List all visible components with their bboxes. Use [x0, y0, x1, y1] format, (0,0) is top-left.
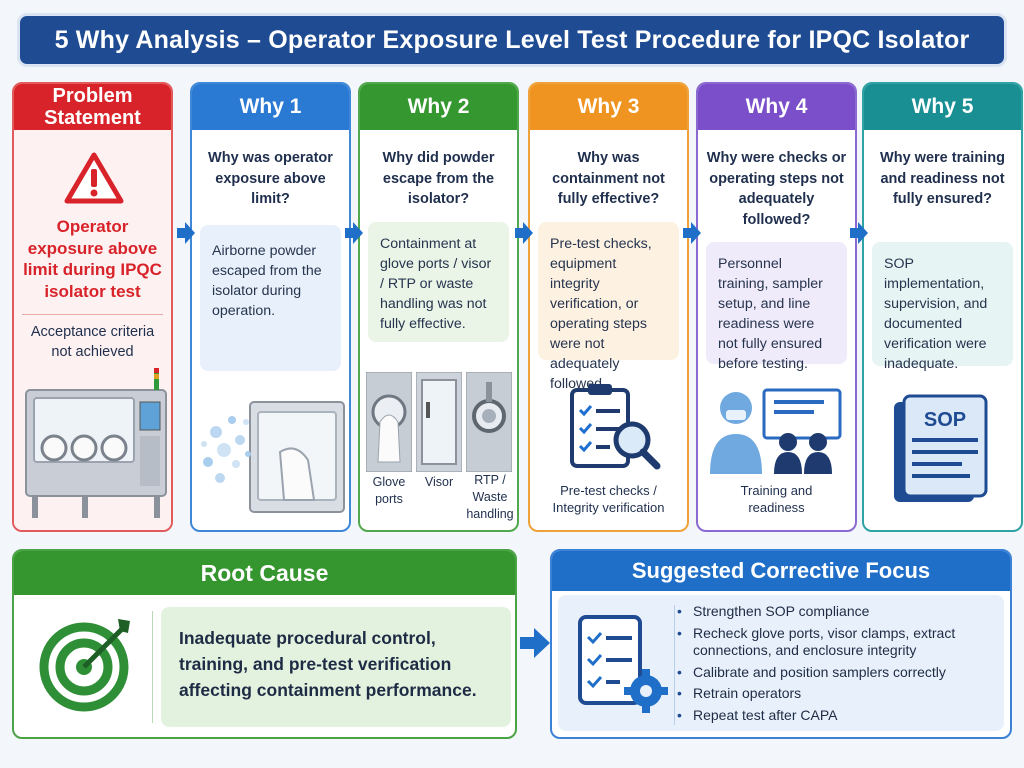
why-2-caption-rtp: RTP / Waste handling — [466, 473, 514, 521]
why-4-body: Why were checks or operating steps not a… — [698, 130, 855, 530]
checklist-magnifier-icon — [570, 384, 661, 470]
powder-escape-image — [201, 401, 345, 513]
corrective-item: Recheck glove ports, visor clamps, extra… — [677, 625, 1010, 660]
why-2-answer: Containment at glove ports / visor / RTP… — [368, 222, 509, 342]
root-cause-text: Inadequate procedural control, training,… — [161, 607, 511, 727]
problem-statement-body: Operator exposure above limit during IPQ… — [14, 130, 171, 530]
why-5-question: Why were training and readiness not full… — [880, 150, 1005, 207]
arrow-right-icon — [850, 222, 868, 244]
why-1-card: Why 1 Why was operator exposure above li… — [190, 82, 351, 532]
sop-book-label: SOP — [924, 409, 966, 431]
why-1-body: Why was operator exposure above limit? A… — [192, 130, 349, 530]
why-3-question: Why was containment not fully effective? — [552, 150, 665, 207]
why-1-header: Why 1 — [192, 84, 349, 130]
problem-statement-text: Operator exposure above limit during IPQ… — [23, 217, 162, 301]
why-4-card: Why 4 Why were checks or operating steps… — [696, 82, 857, 532]
why-5-card: Why 5 Why were training and readiness no… — [862, 82, 1023, 532]
problem-divider — [22, 314, 163, 315]
arrow-right-icon — [683, 222, 701, 244]
why-2-caption-glove-ports: Glove ports — [372, 475, 406, 506]
why-3-card: Why 3 Why was containment not fully effe… — [528, 82, 689, 532]
problem-statement-card: Problem Statement Operator exposure abov… — [12, 82, 173, 532]
sop-book-icon: SOP — [894, 394, 988, 502]
root-cause-card: Root Cause Inadequate procedural control… — [12, 549, 517, 739]
target-arrow-icon — [39, 619, 130, 712]
why-4-caption: Training and readiness — [740, 483, 813, 515]
why-4-header: Why 4 — [698, 84, 855, 130]
why-2-caption-visor: Visor — [424, 475, 454, 489]
why-2-body: Why did powder escape from the isolator?… — [360, 130, 517, 530]
visor-image — [416, 372, 462, 472]
why-3-body: Why was containment not fully effective?… — [530, 130, 687, 530]
root-cause-divider — [152, 611, 153, 723]
corrective-item: Repeat test after CAPA — [677, 707, 1010, 725]
why-5-header: Why 5 — [864, 84, 1021, 130]
why-4-question: Why were checks or operating steps not a… — [706, 150, 847, 228]
why-3-caption: Pre-test checks / Integrity verification — [552, 483, 665, 515]
corrective-divider — [674, 605, 675, 725]
corrective-focus-body: Strengthen SOP compliance Recheck glove … — [558, 595, 1004, 731]
why-5-answer: SOP implementation, supervision, and doc… — [872, 242, 1013, 372]
operator-training-icon — [710, 388, 842, 474]
why-1-answer: Airborne powder escaped from the isolato… — [200, 225, 341, 371]
corrective-focus-header: Suggested Corrective Focus — [552, 551, 1010, 591]
warning-icon — [64, 152, 124, 204]
checklist-gear-icon — [578, 615, 668, 713]
corrective-item: Calibrate and position samplers correctl… — [677, 664, 1010, 682]
why-2-header: Why 2 — [360, 84, 517, 130]
why-2-question: Why did powder escape from the isolator? — [382, 150, 495, 207]
title-banner: 5 Why Analysis – Operator Exposure Level… — [17, 13, 1007, 67]
why-4-answer: Personnel training, sampler setup, and l… — [706, 242, 847, 372]
arrow-right-icon — [345, 222, 363, 244]
problem-statement-header: Problem Statement — [14, 84, 171, 130]
corrective-list: Strengthen SOP compliance Recheck glove … — [677, 603, 1010, 728]
arrow-right-icon — [520, 628, 550, 658]
why-3-answer: Pre-test checks, equipment integrity ver… — [538, 222, 679, 392]
arrow-right-icon — [515, 222, 533, 244]
why-1-question: Why was operator exposure above limit? — [208, 150, 333, 207]
glove-port-image — [366, 372, 412, 472]
page-title: 5 Why Analysis – Operator Exposure Level… — [54, 25, 970, 54]
root-cause-header: Root Cause — [14, 551, 515, 595]
arrow-right-icon — [177, 222, 195, 244]
why-5-body: Why were training and readiness not full… — [864, 130, 1021, 530]
why-3-header: Why 3 — [530, 84, 687, 130]
corrective-focus-card: Suggested Corrective Focus Strengthen SO… — [550, 549, 1012, 739]
why-2-card: Why 2 Why did powder escape from the iso… — [358, 82, 519, 532]
corrective-item: Strengthen SOP compliance — [677, 603, 1010, 621]
corrective-item: Retrain operators — [677, 685, 1010, 703]
rtp-image — [466, 372, 512, 472]
isolator-image — [25, 368, 167, 518]
problem-note: Acceptance criteria not achieved — [30, 324, 155, 360]
